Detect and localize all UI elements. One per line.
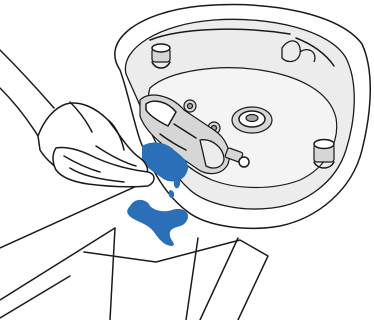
drain	[232, 107, 272, 133]
basin	[115, 5, 370, 229]
